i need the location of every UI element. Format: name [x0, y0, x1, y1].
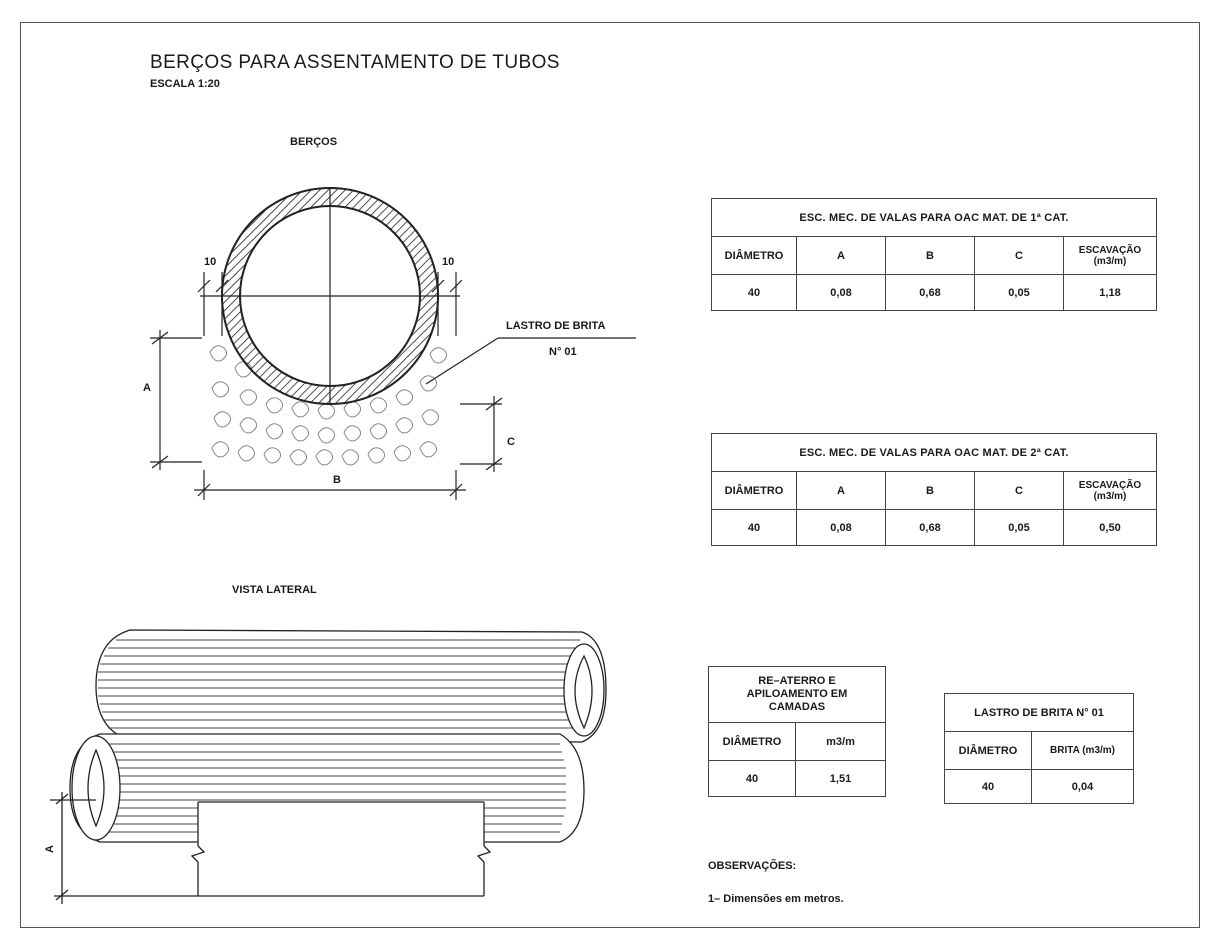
- notes-title: OBSERVAÇÕES:: [708, 860, 797, 872]
- table-lastro-col-diametro: DIÂMETRO: [944, 731, 1032, 770]
- table-cat2-cell: 40: [711, 509, 797, 546]
- notes-item: 1– Dimensões em metros.: [708, 893, 844, 905]
- table-cat1-cell: 0,08: [796, 274, 886, 311]
- table-reaterro-header: RE–ATERRO E APILOAMENTO EM CAMADAS: [708, 666, 886, 723]
- table-cat2-header: ESC. MEC. DE VALAS PARA OAC MAT. DE 2ª C…: [711, 433, 1157, 472]
- dim-c-label: C: [507, 436, 515, 448]
- side-view-label: VISTA LATERAL: [232, 584, 317, 596]
- table-cat1-cell: 0,05: [974, 274, 1064, 311]
- dim-wall-left: 10: [204, 256, 217, 268]
- table-reaterro: RE–ATERRO E APILOAMENTO EM CAMADAS DIÂME…: [708, 666, 886, 797]
- table-row: 40 0,08 0,68 0,05 1,18: [711, 274, 1157, 311]
- table-reaterro-col-m3m: m3/m: [795, 722, 886, 761]
- dimension-a: [150, 330, 202, 470]
- table-cat2-col-a: A: [796, 471, 886, 510]
- callout-leader: [425, 337, 636, 385]
- table-cat1: ESC. MEC. DE VALAS PARA OAC MAT. DE 1ª C…: [711, 198, 1157, 311]
- table-lastro-cell: 0,04: [1031, 769, 1134, 804]
- section-label: BERÇOS: [290, 136, 338, 148]
- table-row: 40 1,51: [708, 760, 886, 797]
- drawing-title: BERÇOS PARA ASSENTAMENTO DE TUBOS: [150, 52, 560, 73]
- table-cat2: ESC. MEC. DE VALAS PARA OAC MAT. DE 2ª C…: [711, 433, 1157, 546]
- table-lastro-header: LASTRO DE BRITA N° 01: [944, 693, 1134, 732]
- pipe-cross-section: [200, 187, 460, 405]
- table-reaterro-cell: 1,51: [795, 760, 886, 797]
- table-cat1-cell: 40: [711, 274, 797, 311]
- table-cat2-col-diametro: DIÂMETRO: [711, 471, 797, 510]
- dim-b-label: B: [333, 474, 341, 486]
- table-cat1-col-escavacao: ESCAVAÇÃO (m3/m): [1063, 236, 1157, 275]
- table-lastro-col-brita: BRITA (m3/m): [1031, 731, 1134, 770]
- pipe-side-view: [50, 629, 607, 904]
- table-reaterro-col-diametro: DIÂMETRO: [708, 722, 796, 761]
- scale-label: ESCALA 1:20: [150, 78, 220, 90]
- table-cat1-col-b: B: [885, 236, 975, 275]
- dimension-b: [194, 470, 466, 500]
- dimension-c: [460, 396, 503, 472]
- table-cat1-cell: 0,68: [885, 274, 975, 311]
- table-lastro-cell: 40: [944, 769, 1032, 804]
- table-reaterro-cell: 40: [708, 760, 796, 797]
- table-cat2-cell: 0,08: [796, 509, 886, 546]
- table-cat1-col-a: A: [796, 236, 886, 275]
- drawing-frame: [20, 22, 1200, 928]
- table-cat1-header: ESC. MEC. DE VALAS PARA OAC MAT. DE 1ª C…: [711, 198, 1157, 237]
- table-cat2-cell: 0,05: [974, 509, 1064, 546]
- table-cat1-col-c: C: [974, 236, 1064, 275]
- wall-thickness-marks: [197, 272, 463, 336]
- dim-a-label: A: [143, 382, 151, 394]
- table-cat1-col-diametro: DIÂMETRO: [711, 236, 797, 275]
- dim-wall-right: 10: [442, 256, 455, 268]
- table-lastro: LASTRO DE BRITA N° 01 DIÂMETRO BRITA (m3…: [944, 693, 1134, 804]
- table-row: 40 0,04: [944, 769, 1134, 804]
- table-cat2-col-escavacao: ESCAVAÇÃO (m3/m): [1063, 471, 1157, 510]
- gravel-bed: [209, 345, 448, 466]
- table-cat1-cell: 1,18: [1063, 274, 1157, 311]
- callout-line1: LASTRO DE BRITA: [506, 320, 606, 332]
- table-cat2-col-b: B: [885, 471, 975, 510]
- table-row: 40 0,08 0,68 0,05 0,50: [711, 509, 1157, 546]
- side-dim-a-label: A: [43, 845, 56, 853]
- callout-line2: N° 01: [549, 346, 577, 358]
- table-cat2-cell: 0,68: [885, 509, 975, 546]
- table-cat2-cell: 0,50: [1063, 509, 1157, 546]
- table-cat2-col-c: C: [974, 471, 1064, 510]
